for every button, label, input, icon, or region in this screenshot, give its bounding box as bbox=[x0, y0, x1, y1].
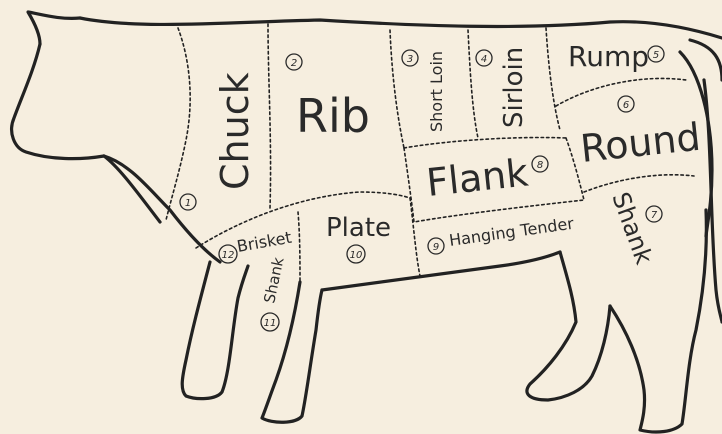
cut-line-rib-shortloin bbox=[389, 29, 405, 149]
cut-line-flank-right bbox=[565, 137, 585, 201]
cut-line-flank-bottom bbox=[403, 147, 585, 223]
svg-text:10: 10 bbox=[350, 250, 363, 261]
cut-labels: Chuck Rib Short Loin Sirloin Rump Round … bbox=[213, 40, 703, 305]
cow-hind-leg-front bbox=[525, 250, 612, 402]
label-short-loin: Short Loin bbox=[427, 51, 446, 132]
cut-line-sirloin-rump bbox=[545, 27, 561, 131]
number-badge-2: 2 bbox=[285, 53, 303, 71]
cow-outline bbox=[10, 10, 722, 434]
number-badge-12: 12 bbox=[218, 244, 238, 264]
number-badge-4: 4 bbox=[475, 49, 493, 67]
svg-text:4: 4 bbox=[481, 54, 487, 65]
svg-text:11: 11 bbox=[264, 318, 277, 329]
cow-chest bbox=[102, 154, 162, 224]
cow-belly bbox=[320, 250, 562, 292]
cow-back bbox=[78, 16, 722, 40]
label-shank-fore: Shank bbox=[260, 255, 287, 304]
number-badge-8: 8 bbox=[531, 155, 549, 173]
svg-text:2: 2 bbox=[291, 58, 297, 69]
cow-ear bbox=[26, 10, 82, 46]
cut-line-neck bbox=[165, 27, 191, 221]
number-badge-1: 1 bbox=[179, 193, 197, 211]
label-hanging-tender: Hanging Tender bbox=[448, 214, 575, 250]
label-round: Round bbox=[578, 115, 702, 171]
cut-numbers: 1 2 3 4 5 6 7 8 bbox=[179, 45, 665, 332]
svg-text:1: 1 bbox=[185, 198, 191, 209]
number-badge-10: 10 bbox=[346, 244, 366, 264]
label-plate: Plate bbox=[326, 213, 391, 243]
label-shank-hind: Shank bbox=[606, 188, 658, 267]
number-badge-6: 6 bbox=[617, 95, 635, 113]
cut-line-rump-round bbox=[555, 77, 687, 107]
svg-text:7: 7 bbox=[651, 210, 658, 221]
svg-text:8: 8 bbox=[537, 160, 543, 171]
number-badge-7: 7 bbox=[645, 205, 663, 223]
number-badge-5: 5 bbox=[647, 45, 665, 63]
cow-head bbox=[10, 42, 222, 264]
number-badge-3: 3 bbox=[401, 49, 419, 67]
cut-line-flank-top bbox=[403, 136, 567, 149]
svg-text:12: 12 bbox=[222, 250, 235, 261]
cow-tail bbox=[688, 38, 722, 324]
cow-hind-leg-back bbox=[608, 208, 708, 434]
number-badge-11: 11 bbox=[260, 312, 280, 332]
cut-line-lower-chest bbox=[195, 191, 411, 249]
label-flank: Flank bbox=[424, 151, 530, 205]
label-chuck: Chuck bbox=[213, 72, 257, 190]
cow-rump bbox=[678, 50, 714, 238]
label-rump: Rump bbox=[568, 40, 649, 73]
cut-lines bbox=[165, 23, 695, 285]
label-rib: Rib bbox=[296, 89, 370, 143]
cut-line-plate-brisket bbox=[297, 211, 301, 285]
svg-text:9: 9 bbox=[433, 242, 439, 253]
label-brisket: Brisket bbox=[235, 228, 293, 256]
svg-text:5: 5 bbox=[653, 50, 659, 61]
label-sirloin: Sirloin bbox=[499, 47, 529, 128]
cut-line-round-shank bbox=[583, 173, 695, 193]
svg-text:6: 6 bbox=[623, 100, 629, 111]
number-badge-9: 9 bbox=[427, 237, 445, 255]
svg-text:3: 3 bbox=[407, 54, 413, 65]
cow-front-leg-left bbox=[180, 260, 250, 401]
cut-line-chuck-rib bbox=[267, 23, 272, 209]
cut-line-shortloin-sirloin bbox=[467, 29, 479, 139]
cut-line-plate-tender bbox=[409, 197, 421, 277]
cow-front-leg-right bbox=[260, 280, 324, 424]
